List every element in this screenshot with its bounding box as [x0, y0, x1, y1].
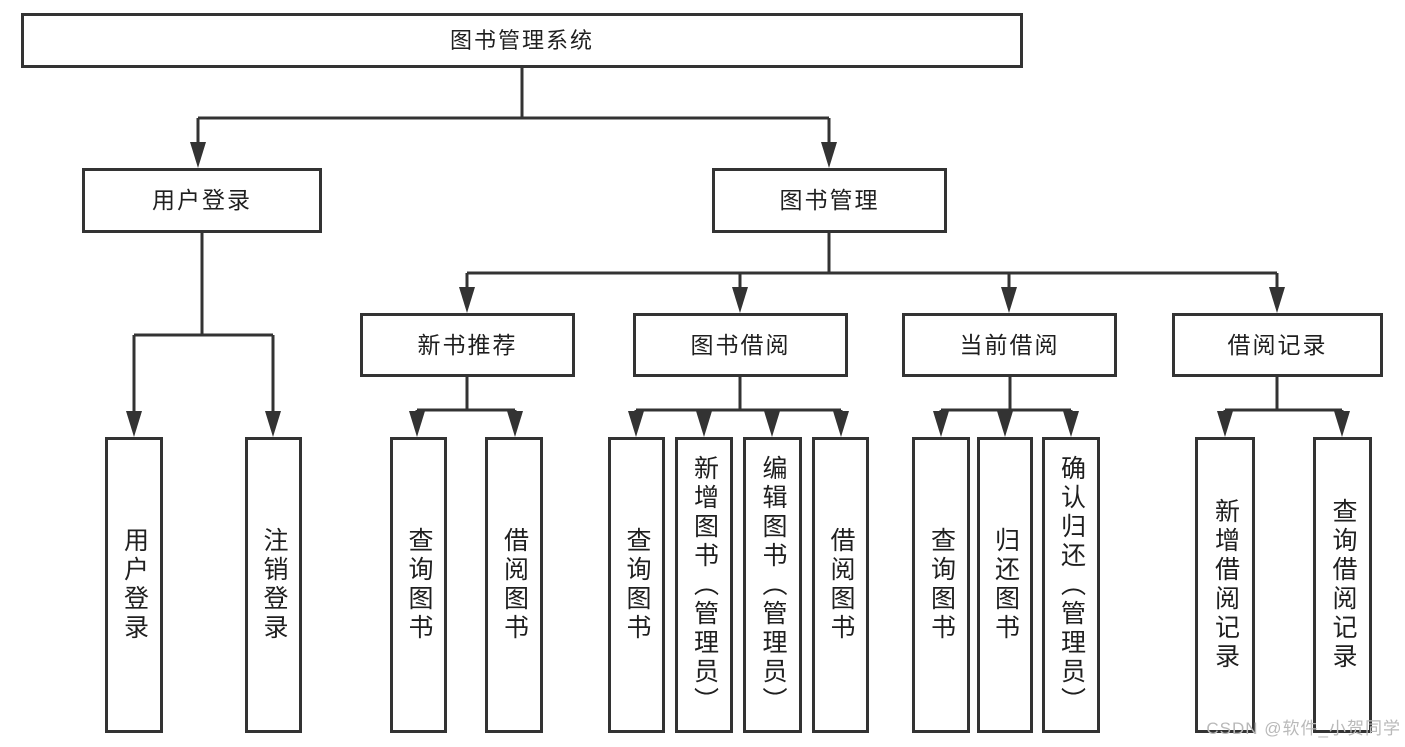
- arrow-icon: [507, 411, 523, 437]
- arrow-icon: [1001, 287, 1017, 313]
- node-label: 编辑图书（管理员）: [759, 454, 787, 716]
- node-book-borrow: 图书借阅: [633, 313, 848, 377]
- arrow-icon: [997, 411, 1013, 437]
- leaf-query-borrow-record: 查询借阅记录: [1313, 437, 1372, 733]
- leaf-add-book-admin: 新增图书（管理员）: [675, 437, 733, 733]
- connector-root-to-level2: [196, 68, 831, 146]
- node-label: 新增图书（管理员）: [690, 454, 719, 716]
- arrow-icon: [459, 287, 475, 313]
- node-label: 图书管理: [779, 187, 880, 213]
- arrow-icon: [821, 142, 837, 168]
- arrow-icon: [1063, 411, 1079, 437]
- leaf-user-login: 用户登录: [105, 437, 163, 733]
- node-label: 查询图书: [405, 527, 433, 643]
- leaf-add-borrow-record: 新增借阅记录: [1195, 437, 1255, 733]
- leaf-query-books-current: 查询图书: [912, 437, 970, 733]
- arrow-icon: [696, 411, 712, 437]
- arrow-icon: [1269, 287, 1285, 313]
- arrow-icon: [933, 411, 949, 437]
- leaf-logout: 注销登录: [245, 437, 302, 733]
- leaf-return-book: 归还图书: [977, 437, 1033, 733]
- node-book-management: 图书管理: [712, 168, 947, 233]
- node-label: 确认归还（管理员）: [1057, 454, 1086, 716]
- connector-book-borrow-group: [634, 377, 843, 419]
- connector-borrow-records-group: [1223, 377, 1344, 419]
- connector-book-management-group: [465, 233, 1279, 291]
- csdn-watermark: CSDN @软件_小贺同学: [1206, 719, 1401, 738]
- node-label: 新增借阅记录: [1211, 498, 1240, 672]
- node-user-login: 用户登录: [82, 168, 322, 233]
- leaf-edit-book-admin: 编辑图书（管理员）: [743, 437, 802, 733]
- arrow-icon: [1334, 411, 1350, 437]
- leaf-query-books-recommend: 查询图书: [390, 437, 447, 733]
- arrow-icon: [764, 411, 780, 437]
- node-label: 注销登录: [260, 527, 288, 643]
- connector-new-book-group: [415, 377, 517, 419]
- arrowheads: [126, 142, 1350, 437]
- node-label: 借阅记录: [1227, 331, 1328, 358]
- connector-user-login-group: [132, 233, 275, 415]
- arrow-icon: [126, 411, 142, 437]
- leaf-borrow-books-recommend: 借阅图书: [485, 437, 543, 733]
- node-label: 当前借阅: [959, 331, 1060, 358]
- node-new-book-recommend: 新书推荐: [360, 313, 575, 377]
- node-label: 查询借阅记录: [1329, 498, 1357, 672]
- node-label: 用户登录: [152, 187, 252, 213]
- arrow-icon: [265, 411, 281, 437]
- leaf-query-books-borrow: 查询图书: [608, 437, 665, 733]
- arrow-icon: [628, 411, 644, 437]
- arrow-icon: [409, 411, 425, 437]
- node-label: 查询图书: [927, 527, 956, 643]
- arrow-icon: [190, 142, 206, 168]
- node-label: 新书推荐: [417, 331, 518, 358]
- arrow-icon: [1217, 411, 1233, 437]
- node-current-borrow: 当前借阅: [902, 313, 1117, 377]
- node-label: 借阅图书: [500, 527, 529, 643]
- node-label: 归还图书: [991, 527, 1020, 643]
- leaf-confirm-return-admin: 确认归还（管理员）: [1042, 437, 1100, 733]
- node-label: 借阅图书: [827, 527, 855, 643]
- node-borrow-records: 借阅记录: [1172, 313, 1383, 377]
- node-label: 图书借阅: [690, 331, 791, 358]
- arrow-icon: [732, 287, 748, 313]
- node-library-system: 图书管理系统: [21, 13, 1023, 68]
- arrow-icon: [833, 411, 849, 437]
- node-label: 用户登录: [120, 527, 149, 643]
- leaf-borrow-books: 借阅图书: [812, 437, 869, 733]
- node-label: 图书管理系统: [449, 27, 594, 53]
- node-label: 查询图书: [623, 527, 651, 643]
